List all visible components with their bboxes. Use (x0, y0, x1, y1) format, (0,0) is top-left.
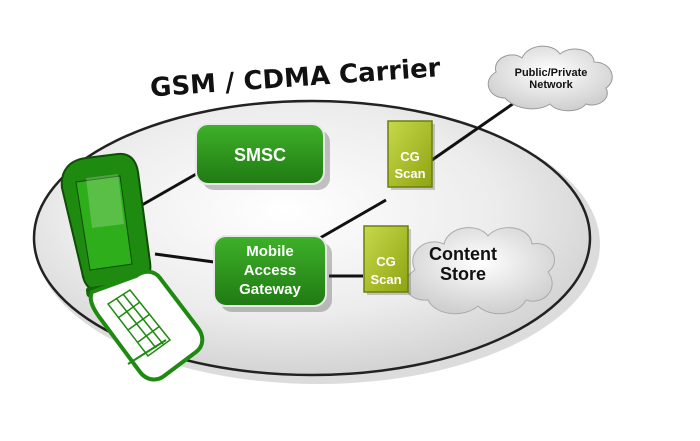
content-store-cloud: Content Store (405, 227, 555, 315)
gateway-label-line1: Mobile (246, 243, 294, 260)
cg-scan-bottom-line1: CG (376, 254, 396, 269)
content-store-label-line1: Content (429, 244, 497, 264)
public-network-cloud: Public/Private Network (487, 45, 613, 112)
public-network-label-line2: Network (529, 79, 573, 91)
carrier-title: GSM / CDMA Carrier (149, 53, 441, 103)
cg-scan-top-line1: CG (400, 149, 420, 164)
gateway-label-line3: Gateway (239, 281, 301, 298)
smsc-label: SMSC (234, 145, 286, 165)
content-store-label-line2: Store (440, 264, 486, 284)
gateway-box: Mobile Access Gateway (213, 235, 332, 312)
smsc-box: SMSC (195, 123, 330, 190)
cg-scan-bottom-line2: Scan (370, 272, 401, 287)
mobile-phone-icon (60, 152, 205, 382)
cg-scan-bottom: CG Scan (363, 225, 411, 295)
cg-scan-top: CG Scan (387, 120, 435, 190)
cg-scan-top-line2: Scan (394, 166, 425, 181)
public-network-label-line1: Public/Private (515, 67, 588, 79)
gateway-label-line2: Access (244, 262, 297, 279)
